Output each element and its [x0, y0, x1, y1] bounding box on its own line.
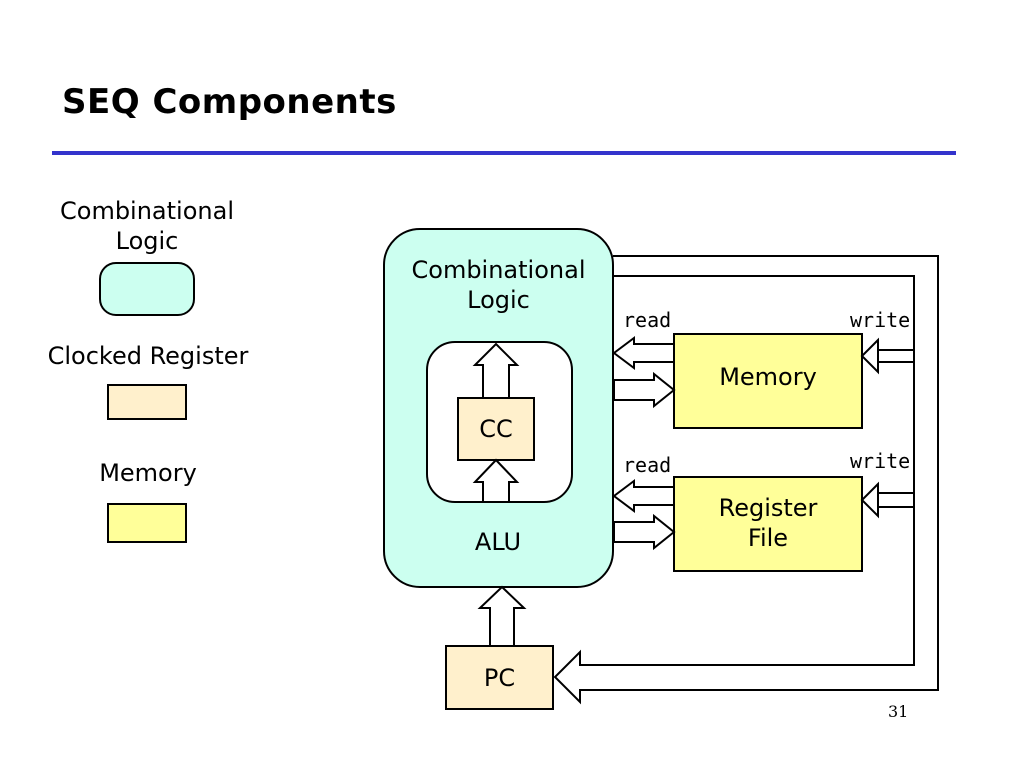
- legend-register-label: Clocked Register: [47, 342, 249, 370]
- regfile-input-arrow: [613, 513, 676, 551]
- legend-combinational-label: Combinational Logic: [60, 197, 234, 255]
- pc-to-alu-arrow: [477, 585, 527, 647]
- legend-register-swatch: [107, 384, 187, 420]
- regfile-read-label: read: [623, 453, 672, 477]
- memory-label: Memory: [719, 363, 817, 391]
- feedback-loop-outer: [580, 255, 939, 691]
- legend-memory-swatch: [107, 503, 187, 543]
- regfile-write-label: write: [850, 449, 911, 473]
- memory-input-arrow: [613, 371, 676, 409]
- comb-block-label: Combinational Logic: [411, 256, 586, 314]
- title-rule: [52, 151, 956, 155]
- alu-to-cc-arrow: [472, 458, 520, 503]
- cc-label: CC: [479, 415, 513, 443]
- pc-label: PC: [483, 664, 516, 692]
- regfile-write-arrowhead: [860, 481, 879, 519]
- memory-write-arrowhead: [860, 337, 879, 375]
- memory-read-arrow: [612, 336, 675, 370]
- memory-read-label: read: [623, 308, 672, 332]
- regfile-label: Register File: [718, 494, 818, 552]
- memory-block: [673, 333, 863, 429]
- legend-combinational-swatch: [99, 262, 195, 316]
- cc-to-top-arrow: [472, 342, 520, 399]
- feedback-loop-inner: [580, 275, 915, 666]
- legend-memory-label: Memory: [99, 459, 197, 487]
- memory-write-label: write: [850, 308, 911, 332]
- regfile-read-arrow: [612, 479, 675, 513]
- register-file-block: [673, 476, 863, 572]
- page-number: 31: [888, 702, 909, 721]
- pc-input-arrowhead: [553, 649, 581, 705]
- alu-label: ALU: [474, 528, 522, 556]
- slide-title: SEQ Components: [62, 82, 397, 122]
